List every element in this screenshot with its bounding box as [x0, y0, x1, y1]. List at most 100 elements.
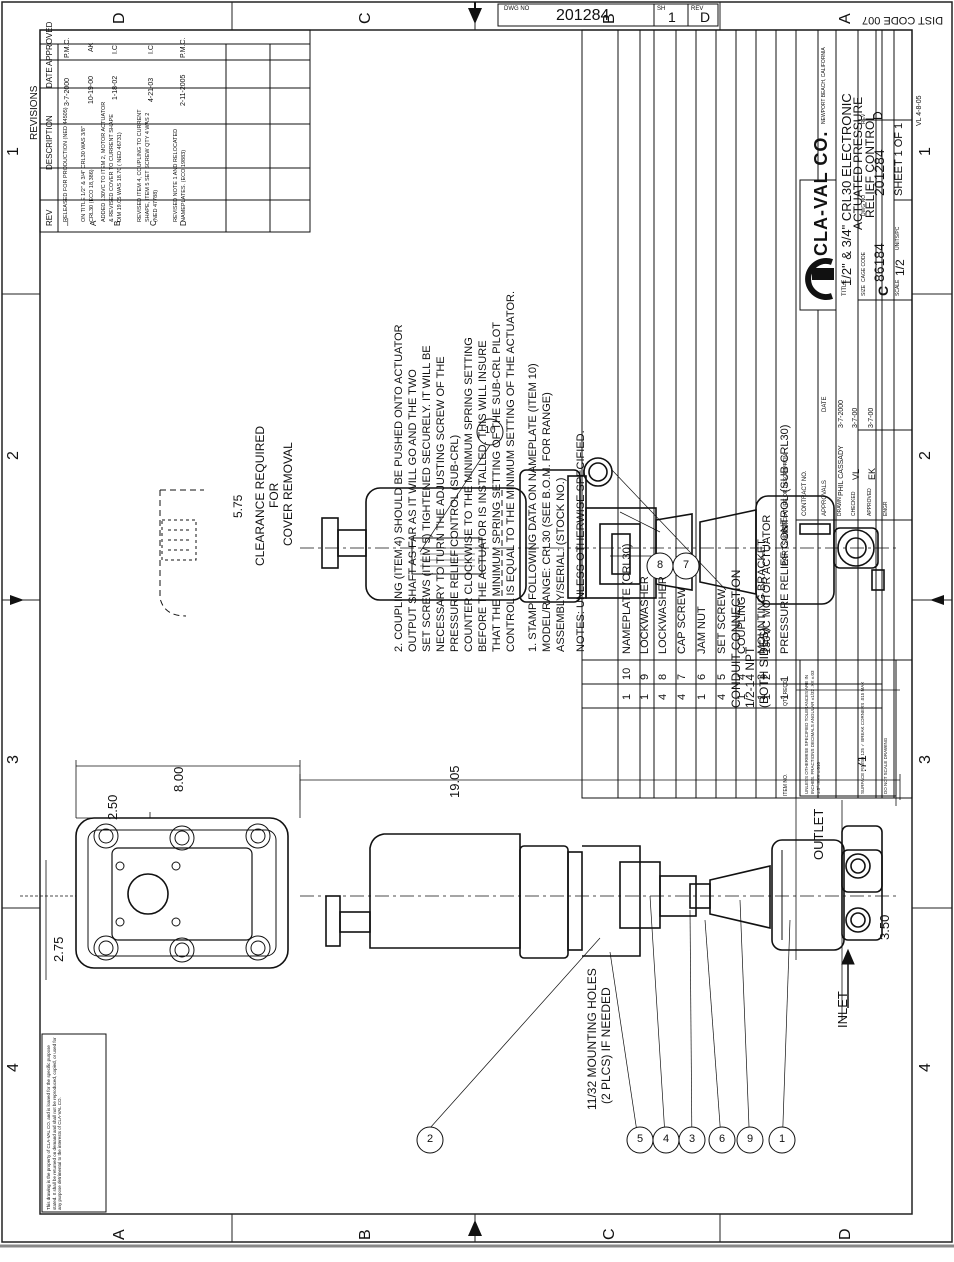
balloon-3: 3 [688, 1133, 696, 1145]
drawn-by: PHIL CASSADY [838, 445, 845, 496]
rev-row-3-desc1: ADDED 130VC TO ITEM 2, MOTOR ACTUATOR [101, 101, 107, 222]
parts-item-5-qty: 4 [716, 693, 728, 700]
parts-item-9-desc: LOCKWASHER [639, 576, 651, 654]
balloon-7: 7 [682, 559, 690, 571]
parts-item-8-no: 8 [657, 673, 669, 680]
conduit-label-1: CONDUIT CONNECTION [729, 569, 743, 708]
dwg-no-label-2: DWG NO [861, 194, 867, 216]
parts-item-7-qty: 4 [676, 693, 688, 700]
approvals-label: APPROVALS [822, 480, 828, 516]
rev-row-4-desc1: REVISED ITEM 4, COUPLING TO CURRENT [137, 109, 143, 222]
rev-col-desc: DESCRIPTION [45, 115, 54, 170]
checked-label: CHECKED [851, 491, 857, 516]
centering-arrows [10, 2, 944, 1236]
rev-row-4-approved: I.C. [148, 43, 155, 54]
sheet-text: SHEET 1 OF 1 [893, 122, 905, 196]
approved-label: APPROVED [867, 488, 873, 516]
parts-item-1-no: 1 [779, 675, 791, 682]
zone-row-d-left: D [837, 1228, 854, 1240]
dim-19-05: 19.05 [447, 765, 462, 798]
parts-item-9-no: 9 [639, 673, 651, 680]
rev-col-date: DATE [45, 67, 54, 88]
parts-item-7-no: 7 [676, 673, 688, 680]
parts-item-6-no: 6 [696, 673, 708, 680]
clearance-label-2: FOR [267, 482, 281, 508]
rev-row-2-desc1: ON TITLE 1/2" & 3/4" CRL30 WAS 3/8" [81, 126, 87, 222]
title-block [497, 3, 913, 799]
parts-list-table [581, 29, 883, 799]
zone-col-4-right: 4 [917, 1063, 934, 1072]
parts-item-5-desc: SET SCREW [716, 588, 728, 654]
contract-no-label: CONTRACT NO. [802, 470, 808, 516]
zone-row-a-left: A [111, 1229, 128, 1240]
parts-col-item: ITEM NO. [783, 773, 789, 796]
company-name: CLA-VAL CO. [811, 130, 831, 256]
rev-row-2-desc2: CRL30 (ECO 18,386) [89, 169, 95, 222]
cla-val-logo [805, 258, 834, 300]
note-2-line-9: CONTROL IS EQUAL TO THE MINIMUM SETTING … [505, 290, 517, 652]
tolerance-box [799, 659, 897, 797]
engr-label: ENGR [883, 501, 889, 516]
dwg-no-value-2: 201284 [871, 149, 887, 196]
cover-clearance-outline [159, 489, 503, 617]
scale-value: 1/2 [893, 259, 907, 276]
note-1-line-2: MODEL/RANGE: CRL30 (SEE B.O.M. FOR RANGE… [541, 392, 553, 652]
drawn-label: DRAWN [837, 497, 843, 516]
zone-row-b-left: B [357, 1229, 374, 1240]
parts-item-6-qty: 1 [696, 693, 708, 700]
clearance-bracket-detail [161, 519, 197, 561]
balloon-circles [416, 418, 796, 1154]
parts-item-10-qty: 1 [621, 693, 633, 700]
zone-col-4-left: 4 [5, 1063, 22, 1072]
note-2-line-7: BEFORE THE ACTUATOR IS INSTALLED. THIS W… [477, 340, 489, 652]
scale-label: SCALE [895, 279, 901, 296]
date-label: DATE [822, 396, 828, 412]
balloon-1: 1 [778, 1133, 786, 1145]
inlet-arrow [841, 948, 855, 1008]
outlet-label: OUTLET [811, 808, 826, 860]
dist-code: DIST CODE 007 [862, 14, 944, 26]
note-2-line-1: 2. COUPLING (ITEM 4) SHOULD BE PUSHED ON… [393, 324, 405, 652]
zone-col-2-left: 2 [5, 451, 22, 460]
top-view-cover [75, 817, 289, 969]
rev-col-approved: APPROVED [45, 21, 54, 66]
balloon-2: 2 [426, 1133, 434, 1145]
approved-by: EK [867, 467, 877, 480]
top-rev: D [700, 9, 711, 25]
revision-table [39, 29, 311, 233]
rev-row-3-date: 1-18-02 [112, 75, 119, 100]
balloon-4: 4 [662, 1133, 670, 1145]
parts-item-10-no: 10 [621, 667, 633, 680]
rev-row-3-desc3: DIM 19.05 WAS 18.70 ( NED 46731) [117, 132, 123, 222]
rev-value-2: D [871, 111, 885, 120]
parts-item-8-desc: LOCKWASHER [657, 576, 669, 654]
zone-row-d-top: D [111, 12, 128, 24]
dim-5-75: 5.75 [231, 494, 245, 518]
finish-text: SURFACE FINISH 125 ✓ BREAK CORNERS .015 … [860, 681, 865, 794]
conduit-label-2: 1/2-14 NPT [743, 646, 757, 708]
balloon-10: 10 [484, 425, 496, 436]
side-view-actuator [325, 825, 883, 959]
parts-item-10-desc: NAMEPLATE (CRL30) [621, 543, 633, 654]
dim-2-75: 2.75 [51, 936, 66, 962]
dim-2-50: 2.50 [105, 794, 120, 820]
zone-row-a-top: A [837, 13, 854, 24]
dim-0-71: .71 [855, 755, 869, 772]
checked-date: 3-7-00 [852, 407, 859, 428]
rev-row-4-date: 4-21-03 [148, 77, 155, 102]
note-2-line-6: COUNTER CLOCKWISE TO THE MINIMUM SPRING … [463, 337, 475, 652]
note-2-line-4: NECESSARY TO TURN THE ADJUSTING SCREW OF… [435, 356, 447, 652]
rev-col-rev: REV [45, 209, 54, 226]
parts-item-9-qty: 1 [639, 693, 651, 700]
balloon-8: 8 [656, 559, 664, 571]
units-label: UNITS/PC [895, 226, 901, 250]
top-rev-label: REV [691, 6, 704, 12]
inlet-label: INLET [835, 991, 850, 1028]
rev-row-5-desc2: NAMEPLATES. (ECO 19883) [181, 149, 187, 222]
rev-row-5-date: 2-11-2005 [180, 74, 187, 106]
zone-col-2-right: 2 [917, 451, 934, 460]
rev-row-3-desc2: & REVISED COVER TO CURRENT SHAPE [109, 114, 115, 222]
checked-by: VL [851, 468, 861, 480]
